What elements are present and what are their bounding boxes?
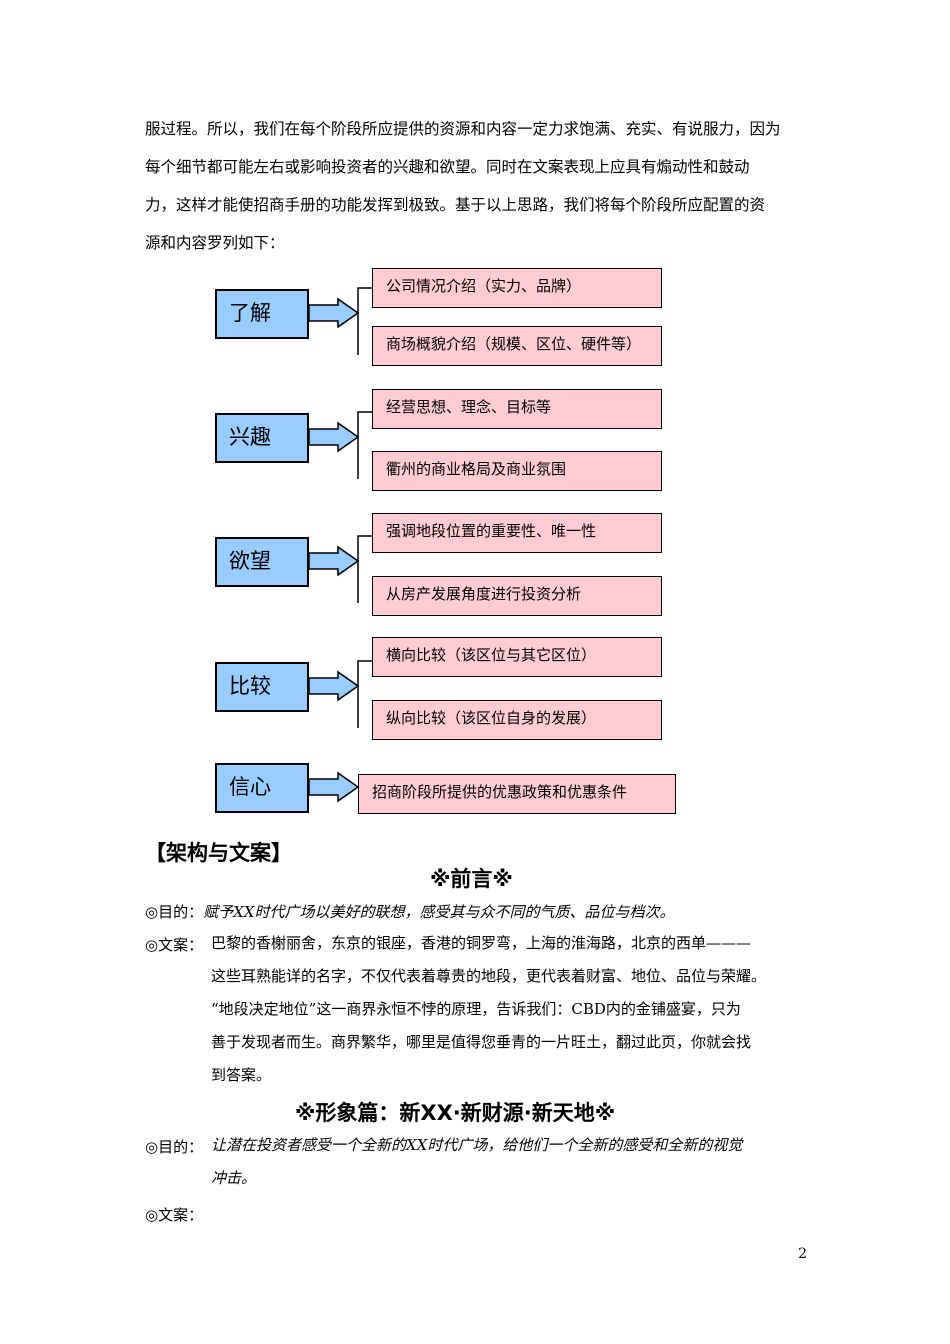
stage-confidence: 信心 xyxy=(215,763,309,813)
arrow-icon xyxy=(308,670,360,702)
stage-compare: 比较 xyxy=(215,662,309,712)
section-title: 【架构与文案】 xyxy=(145,841,292,865)
stage-understand: 了解 xyxy=(215,289,309,339)
preface-copy: 巴黎的香榭丽舍，东京的银座，香港的铜罗弯，上海的淮海路，北京的西单——— 这些耳… xyxy=(211,927,808,1092)
item-location-importance: 强调地段位置的重要性、唯一性 xyxy=(372,513,662,553)
image-section-title: ※形象篇：新XX·新财源·新天地※ xyxy=(295,1101,616,1125)
page-number: 2 xyxy=(798,1246,807,1262)
image-copy-label: ◎文案： xyxy=(145,1206,204,1224)
item-incentives: 招商阶段所提供的优惠政策和优惠条件 xyxy=(358,774,676,814)
arrow-icon xyxy=(308,545,360,577)
item-company-intro: 公司情况介绍（实力、品牌） xyxy=(372,268,662,308)
preface-copy-label: ◎文案： xyxy=(145,936,204,954)
item-horizontal-compare: 横向比较（该区位与其它区位） xyxy=(372,637,662,677)
intro-line: 源和内容罗列如下： xyxy=(145,234,285,252)
purpose-line: 冲击。 xyxy=(211,1169,257,1187)
copy-line: “地段决定地位”这一商界永恒不悖的原理，告诉我们：CBD内的金铺盛宴，只为 xyxy=(211,1000,741,1018)
arrow-icon xyxy=(308,771,360,803)
intro-line: 服过程。所以，我们在每个阶段所应提供的资源和内容一定力求饱满、充实、有说服力，因… xyxy=(145,120,781,138)
copy-line: 善于发现者而生。商界繁华，哪里是值得您垂青的一片旺土，翻过此页，你就会找 xyxy=(211,1033,752,1051)
preface-title: ※前言※ xyxy=(430,867,513,891)
stage-interest: 兴趣 xyxy=(215,413,309,463)
preface-purpose: ◎目的：赋予XX时代广场以美好的联想，感受其与众不同的气质、品位与档次。 xyxy=(145,901,674,922)
item-investment-analysis: 从房产发展角度进行投资分析 xyxy=(372,576,662,616)
intro-line: 每个细节都可能左右或影响投资者的兴趣和欲望。同时在文案表现上应具有煽动性和鼓动 xyxy=(145,158,750,176)
arrow-icon xyxy=(308,297,360,329)
item-business-philosophy: 经营思想、理念、目标等 xyxy=(372,389,662,429)
item-mall-overview: 商场概貌介绍（规模、区位、硬件等） xyxy=(372,326,662,366)
copy-line: 巴黎的香榭丽舍，东京的银座，香港的铜罗弯，上海的淮海路，北京的西单——— xyxy=(211,934,752,952)
item-vertical-compare: 纵向比较（该区位自身的发展） xyxy=(372,700,662,740)
item-commercial-pattern: 衢州的商业格局及商业氛围 xyxy=(372,451,662,491)
image-purpose-label: ◎目的： xyxy=(145,1138,204,1156)
intro-line: 力，这样才能使招商手册的功能发挥到极致。基于以上思路，我们将每个阶段所应配置的资 xyxy=(145,196,766,214)
purpose-line: 让潜在投资者感受一个全新的XX时代广场，给他们一个全新的感受和全新的视觉 xyxy=(211,1136,743,1154)
intro-paragraph: 服过程。所以，我们在每个阶段所应提供的资源和内容一定力求饱满、充实、有说服力，因… xyxy=(145,110,810,262)
copy-line: 到答案。 xyxy=(211,1066,272,1084)
purpose-label: ◎目的： xyxy=(145,903,204,921)
copy-line: 这些耳熟能详的名字，不仅代表着尊贵的地段，更代表着财富、地位、品位与荣耀。 xyxy=(211,967,767,985)
stage-desire: 欲望 xyxy=(215,537,309,587)
arrow-icon xyxy=(308,421,360,453)
purpose-text: 赋予XX时代广场以美好的联想，感受其与众不同的气质、品位与档次。 xyxy=(203,903,675,921)
image-purpose: 让潜在投资者感受一个全新的XX时代广场，给他们一个全新的感受和全新的视觉 冲击。 xyxy=(211,1129,808,1195)
